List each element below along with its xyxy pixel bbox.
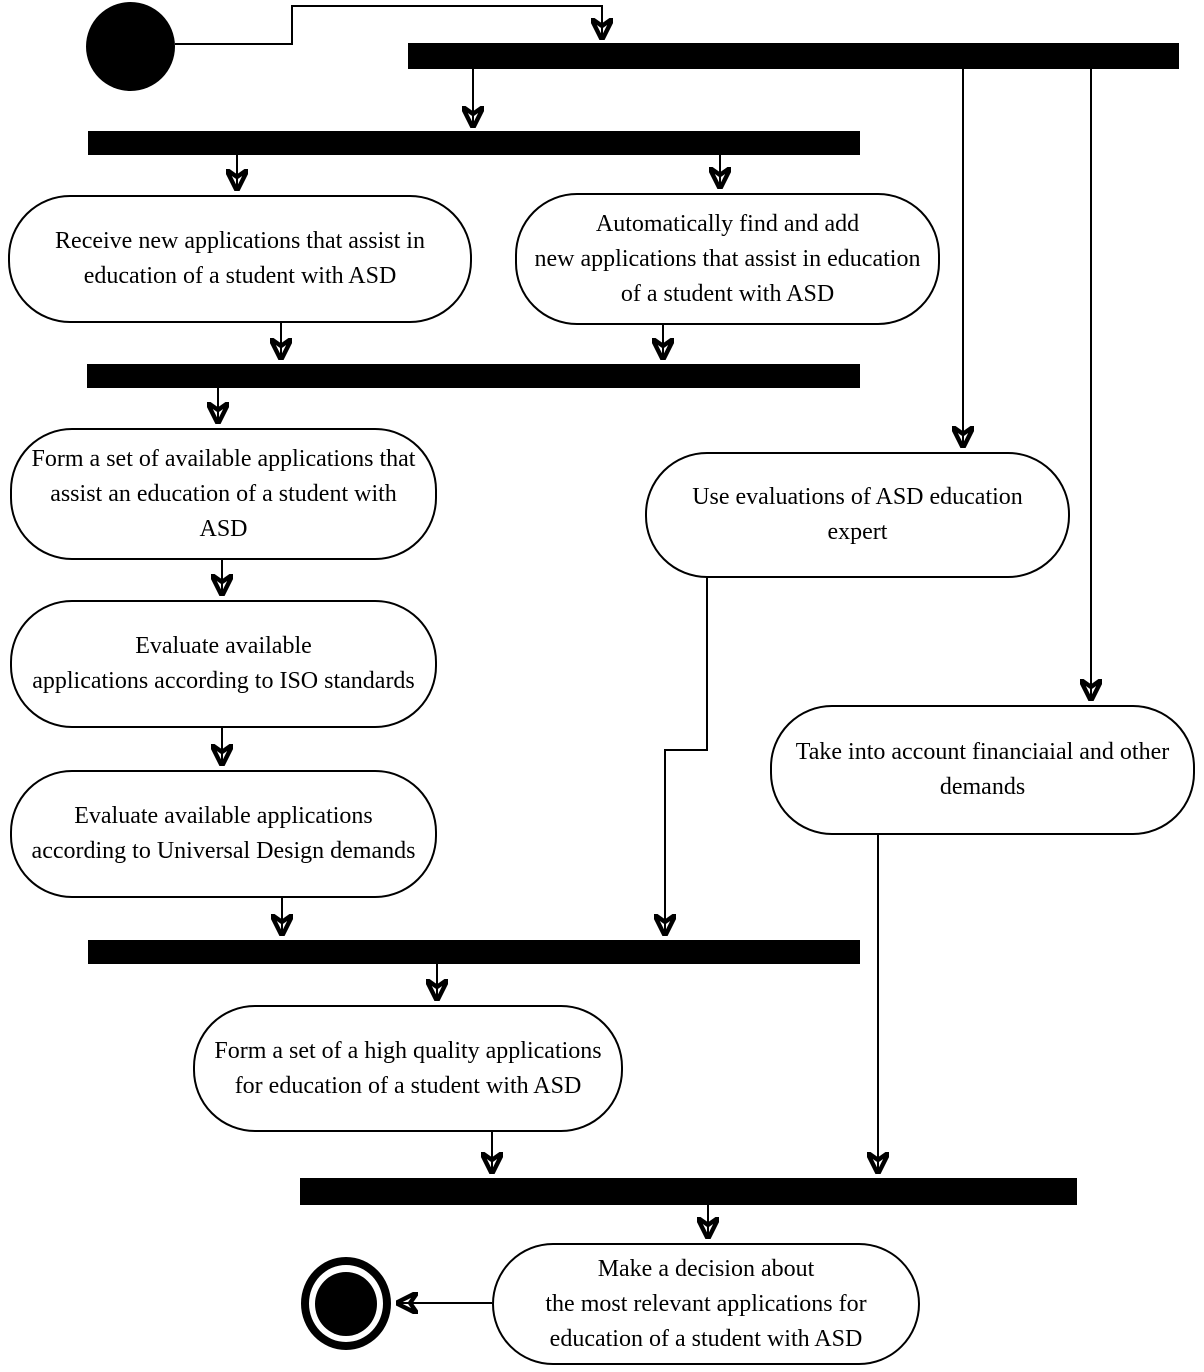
start-node [86, 2, 175, 91]
activity-automatically-find: Automatically find and add new applicati… [515, 193, 940, 325]
activity-use-evaluations: Use evaluations of ASD education expert [645, 452, 1070, 578]
activity-make-decision: Make a decision about the most relevant … [492, 1243, 920, 1365]
activity-form-available-set: Form a set of available applications tha… [10, 428, 437, 560]
fork-bar-second [88, 131, 860, 155]
join-bar-high-quality [88, 940, 860, 964]
activity-evaluate-universal-design: Evaluate available applications accordin… [10, 770, 437, 898]
activity-evaluate-iso: Evaluate available applications accordin… [10, 600, 437, 728]
join-bar-available [87, 364, 860, 388]
edge-use-evaluations-to-join2 [665, 578, 708, 934]
fork-bar-top [408, 43, 1179, 69]
activity-receive-new-applications: Receive new applications that assist in … [8, 195, 472, 323]
activity-financial-demands: Take into account financiaial and other … [770, 705, 1195, 835]
end-node [301, 1257, 391, 1350]
join-bar-final [300, 1178, 1077, 1205]
activity-form-high-quality-set: Form a set of a high quality application… [193, 1005, 623, 1132]
end-node-inner-circle [315, 1271, 377, 1336]
edge-start-to-fork1 [175, 5, 602, 45]
